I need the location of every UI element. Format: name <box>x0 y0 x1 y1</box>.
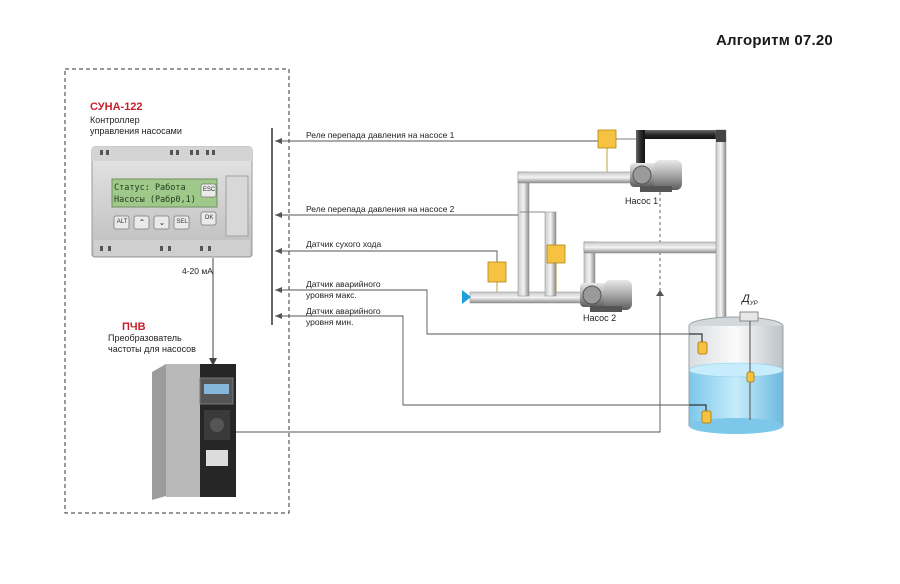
key-alt: ALT <box>116 219 128 225</box>
key-sel: SEL <box>176 219 188 225</box>
page-title: Алгоритм 07.20 <box>716 32 833 49</box>
level-sensor-sub: УР <box>749 301 758 308</box>
key-up: ⌃ <box>138 218 146 227</box>
signal-label-level-max-2: уровня макс. <box>306 290 357 300</box>
lcd-line-1: Статус: Работа <box>114 183 186 193</box>
lcd-line-2: Насосы (Рабр0,1) <box>114 195 196 205</box>
signal-label-relay-2: Реле перепада давления на насосе 2 <box>306 204 455 214</box>
inlet-arrow <box>462 290 471 304</box>
controller-model: СУНА-122 <box>90 101 143 113</box>
pump-1-label: Насос 1 <box>625 196 659 206</box>
signal-label-level-min-2: уровня мин. <box>306 317 354 327</box>
level-sensor-letter: Д <box>742 293 750 305</box>
dry-run-sensor <box>487 261 507 283</box>
pump-1 <box>630 160 682 192</box>
signal-label-level-min-1: Датчик аварийного <box>306 306 381 316</box>
pump-2 <box>580 280 632 312</box>
signal-label-relay-1: Реле перепада давления на насосе 1 <box>306 130 455 140</box>
tank <box>688 311 784 434</box>
analog-signal-label: 4-20 мА <box>182 266 213 276</box>
controller-lcd: Статус: Работа Насосы (Рабр0,1) <box>114 182 196 206</box>
cabinet-boundary <box>64 68 290 514</box>
relay-box-1 <box>597 129 617 149</box>
controller-device <box>91 146 253 258</box>
signal-label-level-max-1: Датчик аварийного <box>306 279 381 289</box>
key-down: ⌄ <box>158 218 166 227</box>
level-sensor-label: ДУР <box>742 293 758 307</box>
controller-desc-2: управления насосами <box>90 126 182 136</box>
key-ok: OK <box>204 215 214 221</box>
pump-2-label: Насос 2 <box>583 313 617 323</box>
vfd-model: ПЧВ <box>122 321 146 333</box>
relay-box-2 <box>546 244 566 264</box>
signal-label-dry-run: Датчик сухого хода <box>306 239 382 249</box>
vfd-desc-2: частоты для насосов <box>108 344 196 354</box>
key-esc: ESC <box>202 187 216 193</box>
vfd-device <box>152 364 236 500</box>
controller-desc-1: Контроллер <box>90 115 140 125</box>
vfd-desc-1: Преобразователь <box>108 333 182 343</box>
